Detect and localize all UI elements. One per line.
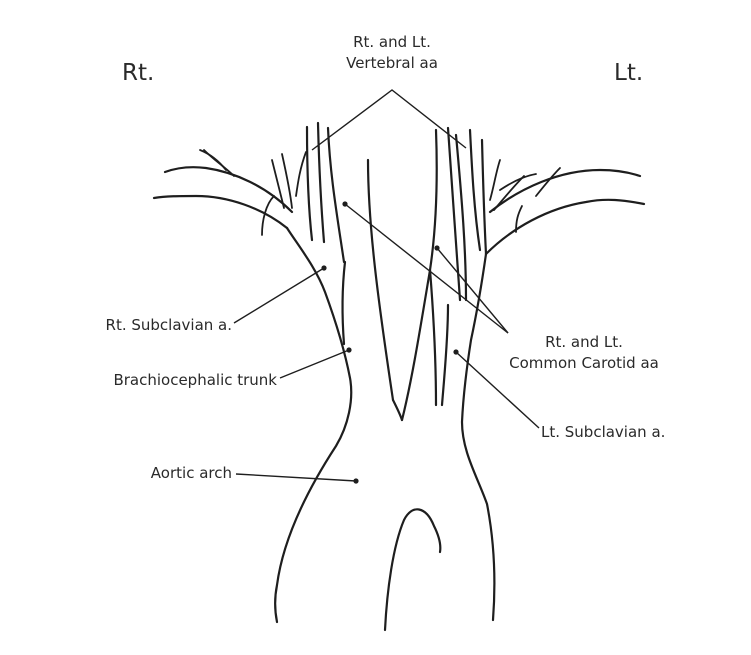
vertebral-leader-line bbox=[312, 90, 466, 150]
lt-subclavian-label: Lt. Subclavian a. bbox=[541, 423, 665, 441]
text-labels: Rt. Lt. Rt. and Lt. Vertebral aa Rt. and… bbox=[106, 33, 666, 482]
brachiocephalic-pointer-dot bbox=[346, 347, 351, 352]
rt-vertebral-artery-outer bbox=[307, 127, 312, 240]
brachiocephalic-junction bbox=[343, 262, 345, 344]
rt-common-carotid-inner bbox=[368, 160, 393, 400]
rt-subclavian-pointer-dot bbox=[321, 265, 326, 270]
aortic-arch-label: Aortic arch bbox=[151, 464, 232, 482]
rt-subclavian-label: Rt. Subclavian a. bbox=[106, 316, 232, 334]
aortic-arch-pointer-dot bbox=[353, 478, 358, 483]
lt-common-carotid-wall bbox=[430, 270, 436, 405]
vertebral-label-line1: Rt. and Lt. bbox=[353, 33, 431, 51]
lt-common-carotid-wall-2 bbox=[442, 305, 448, 405]
common-carotid-pointer-dot-1 bbox=[342, 201, 347, 206]
lt-vertebral-artery-inner bbox=[482, 140, 486, 254]
brachiocephalic-leader-line bbox=[280, 350, 349, 378]
common-carotid-pointer-dot-2 bbox=[434, 245, 439, 250]
rt-vertebral-branch-b bbox=[282, 154, 292, 208]
rt-subclavian-upper-wall bbox=[165, 167, 292, 212]
aorta-right-wall bbox=[275, 228, 351, 622]
aortic-arch-leader-line bbox=[236, 474, 356, 481]
rt-vertebral-branch-c bbox=[296, 152, 306, 196]
rt-subclavian-leader-line bbox=[234, 268, 324, 323]
aortic-arch-inner-curve bbox=[385, 509, 440, 630]
brachiocephalic-label: Brachiocephalic trunk bbox=[113, 371, 277, 389]
left-side-label: Lt. bbox=[614, 60, 643, 86]
leader-lines bbox=[234, 90, 539, 484]
lt-subclavian-pointer-dot bbox=[453, 349, 458, 354]
lt-subclavian-lower-wall bbox=[486, 200, 644, 254]
central-division-right bbox=[402, 130, 437, 420]
rt-common-carotid-outer bbox=[328, 128, 344, 262]
common-carotid-label-line1: Rt. and Lt. bbox=[545, 333, 623, 351]
rt-subclavian-lower-wall bbox=[154, 196, 287, 228]
lt-vertebral-branch-a bbox=[490, 160, 500, 200]
central-division-left bbox=[393, 400, 402, 420]
vertebral-label-line2: Vertebral aa bbox=[346, 54, 438, 72]
right-side-label: Rt. bbox=[122, 60, 154, 86]
lt-vertebral-artery-outer bbox=[470, 130, 480, 250]
common-carotid-label-line2: Common Carotid aa bbox=[509, 354, 659, 372]
